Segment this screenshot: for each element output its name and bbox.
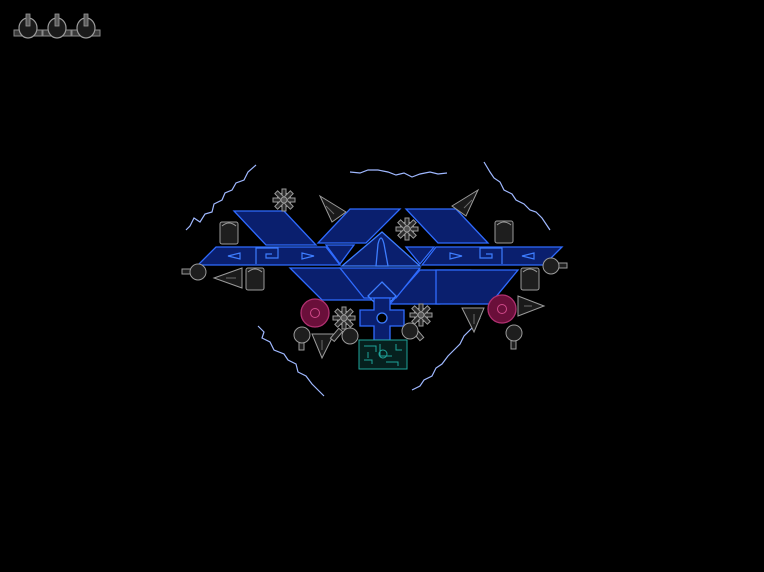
reactor-core-icon[interactable]	[300, 298, 330, 328]
ship-life-icon	[13, 13, 43, 39]
lives-indicator	[13, 13, 101, 39]
arrow-launcher-icon[interactable]	[318, 194, 347, 223]
hull-plate	[316, 208, 402, 244]
arrow-launcher-icon[interactable]	[451, 188, 480, 217]
armor-pod-icon[interactable]	[219, 221, 239, 245]
gear-turret-icon[interactable]	[409, 303, 433, 327]
gun-turret-icon[interactable]	[542, 257, 568, 275]
wing-glyphs	[227, 247, 535, 264]
armor-pod-icon[interactable]	[494, 220, 514, 244]
armor-pod-icon[interactable]	[520, 267, 540, 291]
reactor-grid-icon[interactable]	[358, 339, 408, 370]
ship-life-icon	[42, 13, 72, 39]
arrow-launcher-icon[interactable]	[517, 295, 546, 317]
reactor-core-icon[interactable]	[487, 294, 517, 324]
energy-shield-icon	[185, 161, 551, 397]
hull-plate	[404, 208, 490, 244]
gun-turret-icon[interactable]	[401, 322, 425, 342]
gear-turret-icon[interactable]	[332, 306, 356, 330]
hull-spine	[338, 267, 422, 299]
hull-plate	[232, 210, 318, 246]
arrow-launcher-icon[interactable]	[311, 333, 335, 360]
arrow-launcher-icon[interactable]	[212, 267, 243, 289]
arrow-launcher-icon[interactable]	[461, 307, 485, 334]
ship-life-icon	[71, 13, 101, 39]
hull-tri	[404, 246, 436, 266]
gun-turret-icon[interactable]	[181, 263, 207, 281]
hull-tri	[324, 244, 356, 266]
armor-pod-icon[interactable]	[245, 267, 265, 291]
gear-turret-icon[interactable]	[272, 188, 296, 212]
gun-turret-icon[interactable]	[329, 327, 359, 345]
gear-turret-icon[interactable]	[395, 217, 419, 241]
hull-wing-left	[196, 246, 342, 266]
gun-turret-icon[interactable]	[505, 324, 523, 350]
gun-turret-icon[interactable]	[293, 326, 311, 351]
